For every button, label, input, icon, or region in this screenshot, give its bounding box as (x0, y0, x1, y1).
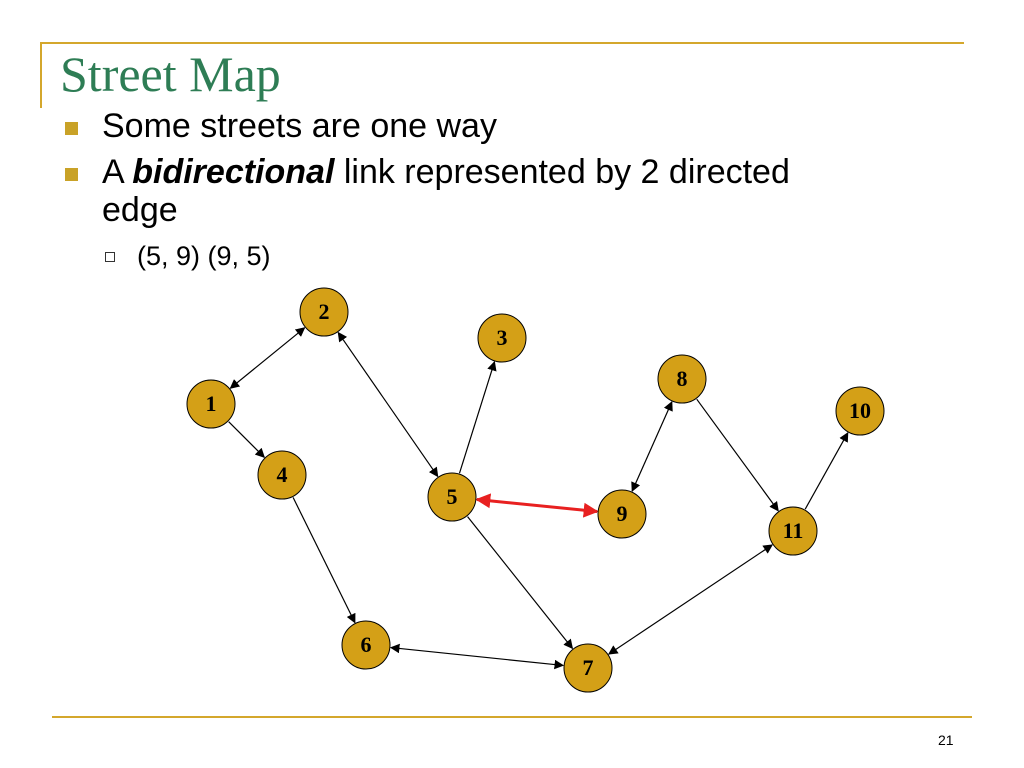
edge-1-2 (229, 327, 306, 389)
bullet-2-emphasis: bidirectional (132, 153, 335, 191)
edge-4-6 (292, 497, 356, 624)
edge-1-4 (228, 421, 266, 459)
node-circle-10 (835, 386, 885, 436)
edge-6-7 (389, 643, 565, 670)
node-layer: 1 2 3 4 5 6 7 8 9 10 11 (186, 287, 885, 693)
bullet-marker-1 (65, 122, 78, 135)
node-circle-6 (341, 620, 391, 670)
node-circle-2 (299, 287, 349, 337)
bullet-2-line2: edge (102, 191, 178, 229)
node-1: 1 (186, 379, 236, 429)
node-label-7: 7 (583, 655, 594, 680)
edge-layer (228, 327, 849, 670)
node-label-9: 9 (617, 501, 628, 526)
edge-8-9 (631, 400, 673, 493)
slide-title: Street Map (60, 46, 281, 102)
node-circle-4 (257, 450, 307, 500)
edge-7-11 (607, 544, 774, 655)
top-rule (40, 42, 964, 44)
edge-5-9 (475, 493, 599, 518)
edge-8-11 (696, 398, 779, 512)
edge-11-10 (804, 431, 849, 510)
node-label-5: 5 (447, 484, 458, 509)
bullet-1: Some streets are one way (102, 107, 497, 145)
left-rule (40, 42, 42, 108)
node-11: 11 (768, 506, 818, 556)
node-label-6: 6 (361, 632, 372, 657)
node-10: 10 (835, 386, 885, 436)
sub-bullet-marker-1 (105, 252, 115, 262)
node-circle-11 (768, 506, 818, 556)
node-label-3: 3 (497, 325, 508, 350)
bullet-2: A bidirectional link represented by 2 di… (102, 152, 790, 192)
node-5: 5 (427, 472, 477, 522)
bullet-2-prefix: A (102, 153, 133, 191)
node-label-10: 10 (849, 398, 871, 423)
node-9: 9 (597, 489, 647, 539)
sub-bullet-1: (5, 9) (9, 5) (137, 241, 271, 271)
bullet-2-suffix: link represented by 2 directed (334, 153, 790, 191)
node-circle-3 (477, 313, 527, 363)
node-4: 4 (257, 450, 307, 500)
node-8: 8 (657, 354, 707, 404)
node-circle-9 (597, 489, 647, 539)
node-label-4: 4 (277, 462, 288, 487)
node-2: 2 (299, 287, 349, 337)
node-circle-1 (186, 379, 236, 429)
node-6: 6 (341, 620, 391, 670)
node-circle-5 (427, 472, 477, 522)
page-number: 21 (938, 732, 954, 748)
node-circle-7 (563, 643, 613, 693)
node-label-8: 8 (677, 366, 688, 391)
node-label-11: 11 (783, 518, 804, 543)
edge-5-3 (458, 360, 497, 474)
edge-5-7 (467, 516, 574, 650)
node-label-1: 1 (206, 391, 217, 416)
node-3: 3 (477, 313, 527, 363)
node-7: 7 (563, 643, 613, 693)
bottom-rule (52, 716, 972, 718)
node-circle-8 (657, 354, 707, 404)
bullet-marker-2 (65, 168, 78, 181)
edge-2-5 (337, 331, 439, 478)
node-label-2: 2 (319, 299, 330, 324)
